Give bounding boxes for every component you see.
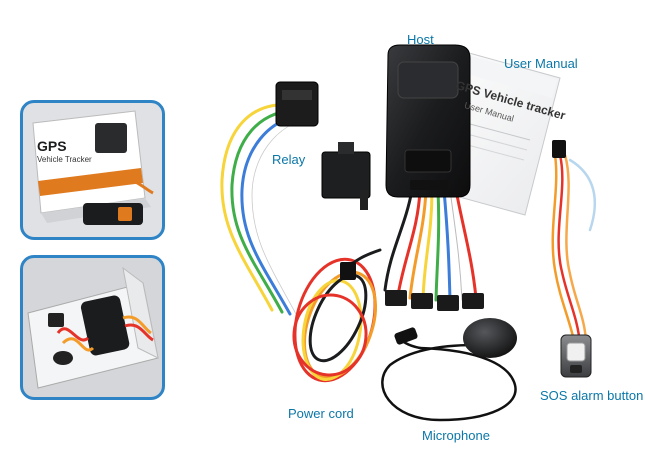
power-cord-label: Power cord: [288, 406, 354, 421]
host-label: Host: [407, 32, 434, 47]
microphone-label: Microphone: [422, 428, 490, 443]
open-box-graphic: [27, 266, 159, 389]
product-box-logo: GPS: [37, 138, 67, 154]
product-box-graphic: [32, 110, 154, 225]
relay-cube: [321, 142, 371, 210]
product-box-inset: GPS Vehicle Tracker: [20, 100, 165, 240]
power-cord-bundle: [292, 248, 382, 383]
open-box-inset: [20, 255, 165, 400]
sos-button: [560, 334, 592, 378]
harness-connectors: [385, 290, 484, 311]
power-cord-connector: [340, 262, 356, 280]
microphone-capsule: [463, 318, 517, 358]
microphone-plug: [394, 327, 418, 345]
sos-alarm-button-label: SOS alarm button: [540, 388, 644, 403]
right-wire-coil: [551, 153, 597, 347]
host-wiring-harness: [383, 188, 478, 302]
user-manual-label: User Manual: [504, 56, 578, 71]
right-wire-connector: [552, 140, 566, 158]
host-device: [385, 44, 471, 198]
relay-assembly: [220, 102, 312, 316]
product-box-subtitle: Vehicle Tracker: [37, 155, 92, 164]
relay-socket: [275, 81, 319, 127]
relay-label: Relay: [272, 152, 306, 167]
